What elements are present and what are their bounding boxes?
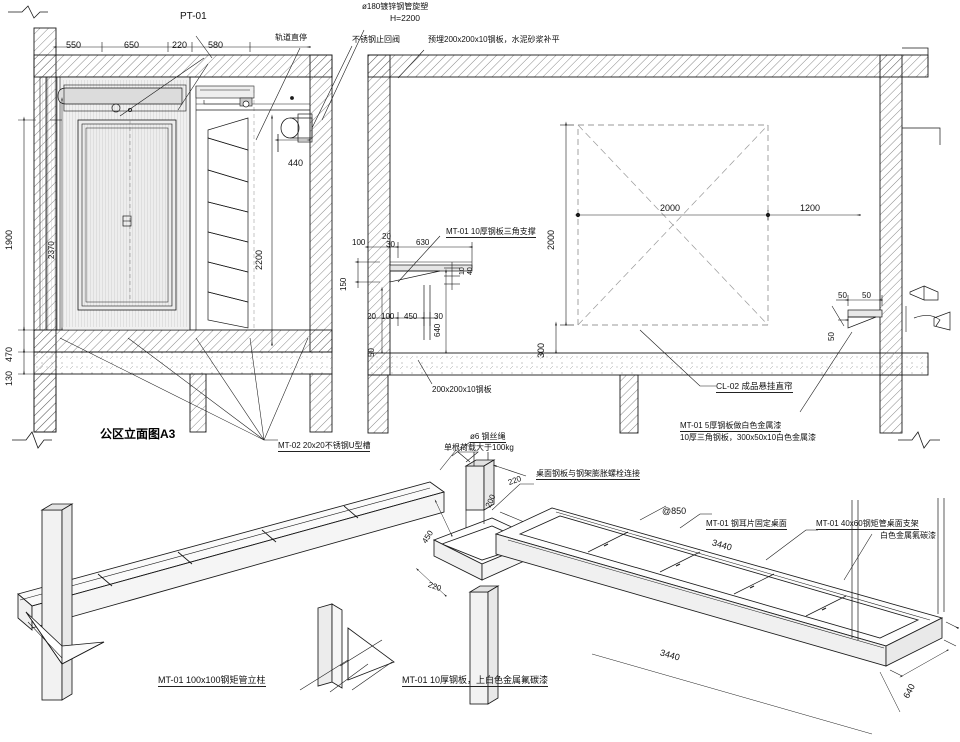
dim-650: 650 [124,40,140,50]
dim-30b: 30 [434,312,443,321]
note-wire-load: 单根荷载大于100kg [444,443,514,452]
dim-300b: 50 [862,291,871,300]
dim-550: 550 [66,40,82,50]
dim-50: 50 [367,348,376,357]
note-embed-plate: 预埋200x200x10钢板，水泥砂浆补平 [428,35,560,44]
page-title: 公区立面图A3 [100,427,176,441]
dim-640: 640 [433,323,442,337]
dim-1900: 1900 [4,229,14,250]
dim-40: 40 [467,267,474,275]
dim-100b: 100 [381,312,395,321]
callout-curtain: CL-02 成品悬挂直帘 [716,381,793,393]
note-steel-plate: 200x200x10钢板 [432,385,492,394]
dim-450: 450 [404,312,418,321]
dim-130: 130 [4,370,14,386]
dim-20: 20 [382,232,391,241]
note-wire-rope: ø6 钢丝绳 [470,432,506,443]
dim-150: 150 [339,277,348,291]
note-ear-plate: MT-01 钢耳片固定桌面 [706,519,787,530]
dim-50d: 50 [827,332,836,341]
note-bolt-connection: 桌面钢板与钢架膨胀螺栓连接 [536,469,640,480]
dim-630: 630 [416,238,430,247]
note-plate-finish: MT-01 10厚钢板，上白色金属氟碳漆 [402,675,549,688]
dim-580: 580 [208,40,224,50]
note-pipe-height: H=2200 [390,13,421,23]
dim-470: 470 [4,346,14,362]
dim-10: 10 [459,267,466,275]
note-track-stop: 轨道直停 [275,33,307,42]
dim-220: 220 [172,40,188,50]
dim-30: 30 [386,240,395,249]
dim-2000: 2000 [660,203,681,213]
dim-300: 300 [536,342,546,358]
note-pipe: ø180镀锌钢管旋塑 [362,2,429,11]
dim-2000v: 2000 [546,229,556,250]
note-column: MT-01 100x100钢矩管立柱 [158,675,266,688]
note-frame-finish: 白色金属氟碳漆 [880,531,936,540]
callout-triangle-bracket: MT-01 10厚钢板三角支撑 [446,227,536,238]
dim-440: 440 [288,158,304,168]
note-valve: 不锈钢止回阀 [352,35,400,44]
callout-pt-01: PT-01 [180,11,207,22]
note-frame: MT-01 40x60钢矩管桌面支架 [816,519,919,530]
dim-1200: 1200 [800,203,821,213]
dim-20b: 20 [367,312,376,321]
dim-2370: 2370 [47,241,56,259]
callout-triangle-plate: 10厚三角钢板，300x50x10白色金属漆 [680,433,817,442]
dim-50c: 50 [838,291,847,300]
note-spacing: @850 [662,506,687,516]
callout-u-channel: MT-02 20x20不锈钢U型槽 [278,441,371,452]
dim-100: 100 [352,238,366,247]
callout-plate-paint: MT-01 5厚钢板做白色金属漆 [680,421,782,432]
dim-2200: 2200 [254,249,264,270]
